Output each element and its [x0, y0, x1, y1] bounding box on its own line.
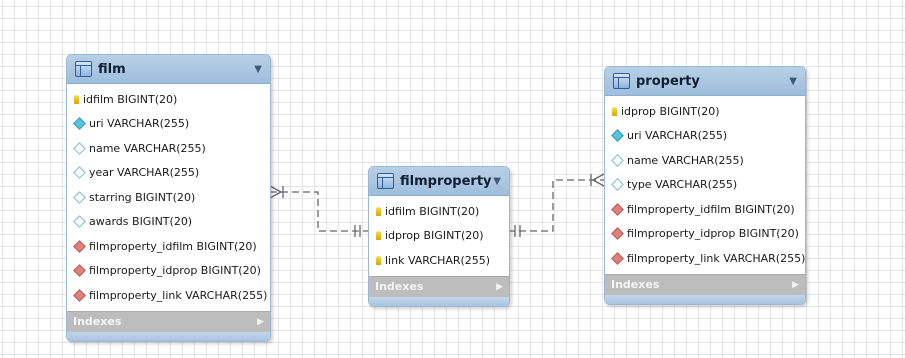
column-label: starring BIGINT(20) [89, 190, 196, 204]
table-film[interactable]: film ▼ idfilm BIGINT(20) uri VARCHAR(255) na… [66, 54, 271, 342]
foreign-key-column-icon [611, 251, 624, 265]
column-label: filmproperty_idprop BIGINT(20) [89, 264, 261, 278]
nullable-column-icon [73, 166, 86, 180]
table-header[interactable]: film ▼ [67, 55, 270, 84]
table-footer [605, 294, 805, 304]
table-icon [75, 61, 92, 77]
column-row[interactable]: filmproperty_link VARCHAR(255) [67, 283, 270, 308]
table-footer [369, 296, 509, 306]
column-label: idprop BIGINT(20) [621, 104, 720, 118]
foreign-key-column-icon [73, 264, 86, 278]
column-label: filmproperty_idfilm BIGINT(20) [627, 202, 795, 216]
column-row[interactable]: year VARCHAR(255) [67, 161, 270, 186]
relationship-filmproperty-property[interactable] [508, 179, 604, 232]
column-row[interactable]: idprop BIGINT(20) [605, 99, 805, 124]
indexes-label: Indexes [375, 280, 424, 293]
expand-arrow-icon[interactable]: ▶ [792, 279, 799, 290]
crowfoot-many-film-end [269, 185, 284, 199]
foreign-key-column-icon [611, 227, 624, 241]
column-row[interactable]: link VARCHAR(255) [369, 248, 509, 273]
column-list: idfilm BIGINT(20) uri VARCHAR(255) name VA… [67, 84, 270, 311]
one-marker-filmproperty-right [514, 225, 521, 237]
column-label: filmproperty_idprop BIGINT(20) [627, 227, 799, 241]
primary-key-icon [376, 255, 381, 265]
primary-key-icon [612, 106, 617, 116]
table-title: film [98, 61, 126, 77]
nullable-column-icon [611, 178, 624, 192]
column-label: awards BIGINT(20) [89, 215, 193, 229]
crowfoot-many-property-end [590, 173, 605, 187]
column-row[interactable]: idfilm BIGINT(20) [67, 87, 270, 112]
table-icon [613, 73, 630, 89]
indexes-label: Indexes [611, 278, 660, 291]
column-row[interactable]: idfilm BIGINT(20) [369, 199, 509, 224]
primary-key-icon [74, 94, 79, 104]
table-filmproperty[interactable]: filmproperty▼ idfilm BIGINT(20) idprop BIG… [368, 166, 510, 307]
column-label: type VARCHAR(255) [627, 178, 738, 192]
column-label: year VARCHAR(255) [89, 166, 200, 180]
column-label: filmproperty_link VARCHAR(255) [627, 251, 806, 265]
column-list: idfilm BIGINT(20) idprop BIGINT(20) link V… [369, 196, 509, 276]
indexes-section[interactable]: Indexes ▶ [605, 273, 805, 295]
nullable-column-icon [73, 141, 86, 155]
column-label: link VARCHAR(255) [385, 253, 491, 267]
column-row[interactable]: starring BIGINT(20) [67, 185, 270, 210]
one-marker-filmproperty-left [354, 225, 361, 237]
column-label: idfilm BIGINT(20) [385, 204, 480, 218]
column-label: idfilm BIGINT(20) [83, 92, 178, 106]
foreign-key-column-icon [73, 288, 86, 302]
collapse-toggle-icon[interactable]: ▼ [789, 75, 797, 87]
column-row[interactable]: idprop BIGINT(20) [369, 224, 509, 249]
indexes-section[interactable]: Indexes ▶ [369, 275, 509, 297]
column-label: name VARCHAR(255) [89, 141, 206, 155]
column-row[interactable]: uri VARCHAR(255) [67, 112, 270, 137]
table-title: filmproperty [400, 173, 492, 189]
primary-key-icon [376, 231, 381, 241]
nullable-column-icon [611, 153, 624, 167]
not-null-column-icon [73, 117, 86, 131]
indexes-section[interactable]: Indexes ▶ [67, 310, 270, 332]
table-footer [67, 331, 270, 341]
foreign-key-column-icon [73, 239, 86, 253]
column-label: idprop BIGINT(20) [385, 229, 484, 243]
column-row[interactable]: name VARCHAR(255) [67, 136, 270, 161]
column-row[interactable]: type VARCHAR(255) [605, 173, 805, 198]
column-row[interactable]: filmproperty_idprop BIGINT(20) [67, 259, 270, 284]
not-null-column-icon [611, 129, 624, 143]
column-list: idprop BIGINT(20) uri VARCHAR(255) name VA… [605, 96, 805, 274]
collapse-toggle-icon[interactable]: ▼ [254, 63, 262, 75]
column-label: uri VARCHAR(255) [89, 117, 190, 131]
column-row[interactable]: name VARCHAR(255) [605, 148, 805, 173]
indexes-label: Indexes [73, 315, 122, 328]
column-row[interactable]: uri VARCHAR(255) [605, 124, 805, 149]
nullable-column-icon [73, 215, 86, 229]
table-icon [377, 173, 394, 189]
column-row[interactable]: filmproperty_idprop BIGINT(20) [605, 222, 805, 247]
foreign-key-column-icon [611, 202, 624, 216]
collapse-toggle-icon[interactable]: ▼ [493, 175, 501, 187]
expand-arrow-icon[interactable]: ▶ [257, 316, 264, 327]
column-label: name VARCHAR(255) [627, 153, 744, 167]
column-row[interactable]: awards BIGINT(20) [67, 210, 270, 235]
column-label: filmproperty_idfilm BIGINT(20) [89, 239, 257, 253]
table-header[interactable]: filmproperty▼ [369, 167, 509, 196]
nullable-column-icon [73, 190, 86, 204]
column-label: filmproperty_link VARCHAR(255) [89, 288, 268, 302]
column-row[interactable]: filmproperty_idfilm BIGINT(20) [67, 234, 270, 259]
table-property[interactable]: property ▼ idprop BIGINT(20) uri VARCHAR(25… [604, 66, 806, 305]
table-title: property [636, 73, 700, 89]
relationship-film-filmproperty[interactable] [270, 191, 368, 232]
expand-arrow-icon[interactable]: ▶ [496, 281, 503, 292]
primary-key-icon [376, 206, 381, 216]
column-label: uri VARCHAR(255) [627, 129, 728, 143]
table-header[interactable]: property ▼ [605, 67, 805, 96]
column-row[interactable]: filmproperty_idfilm BIGINT(20) [605, 197, 805, 222]
column-row[interactable]: filmproperty_link VARCHAR(255) [605, 246, 805, 271]
